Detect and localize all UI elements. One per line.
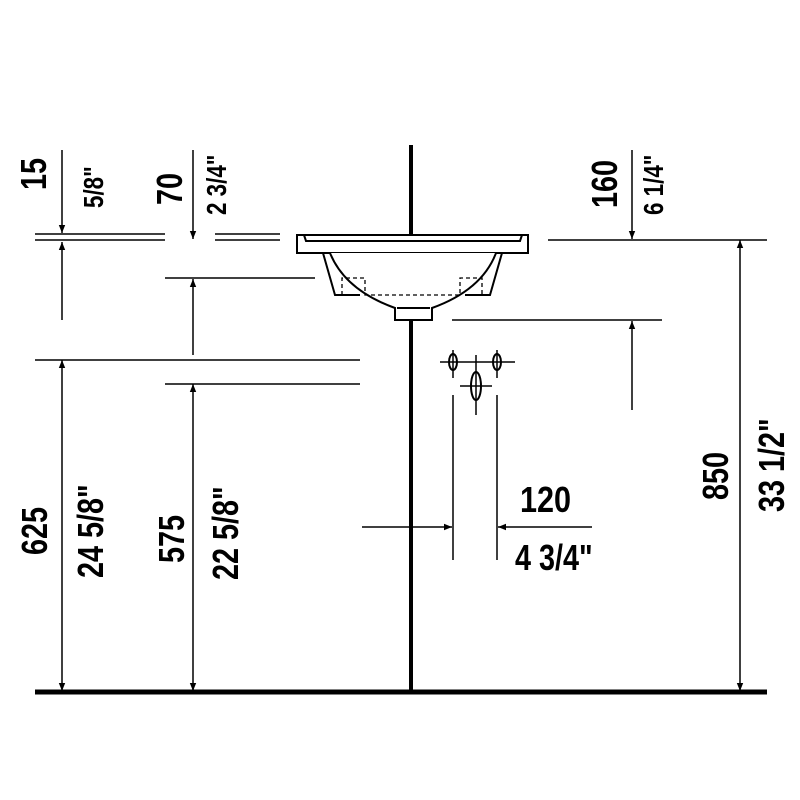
- washbasin: [296, 234, 529, 321]
- dim-70-inch: 2 3/4": [202, 155, 233, 215]
- dim-15-inch: 5/8": [79, 166, 110, 208]
- dim-850-inch: 33 1/2": [751, 418, 792, 512]
- dim-160-inch: 6 1/4": [639, 155, 670, 215]
- dim-70-mm: 70: [149, 173, 190, 205]
- dim-120-mm: 120: [520, 481, 571, 521]
- dim-850-mm: 850: [695, 452, 736, 500]
- tap-holes: [440, 350, 515, 560]
- dim-575-inch: 22 5/8": [205, 486, 246, 580]
- dim-625-mm: 625: [14, 507, 55, 555]
- dim-575-mm: 575: [151, 515, 192, 563]
- dim-15-mm: 15: [13, 158, 54, 190]
- dim-120-inch: 4 3/4": [515, 537, 593, 578]
- dim-160-mm: 160: [584, 160, 625, 208]
- dim-625-inch: 24 5/8": [70, 484, 111, 578]
